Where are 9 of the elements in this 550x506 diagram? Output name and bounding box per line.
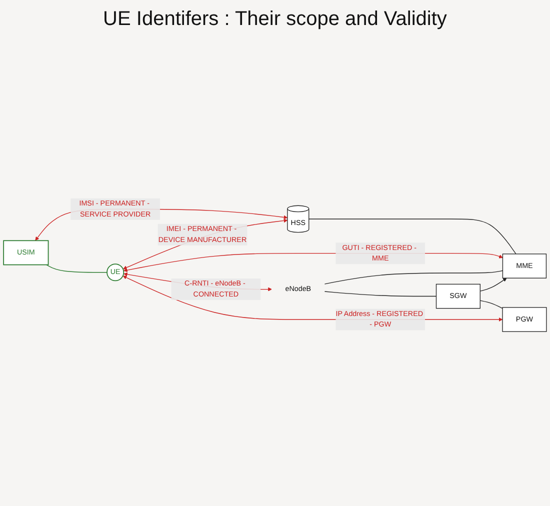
arrow xyxy=(122,276,503,322)
connector xyxy=(324,291,437,297)
connector xyxy=(324,270,504,284)
arrow xyxy=(122,218,288,270)
connector xyxy=(480,300,503,309)
title: UE Identifers : Their scope and Validity xyxy=(102,7,448,32)
connector xyxy=(46,264,108,273)
connector xyxy=(308,218,516,254)
arrow xyxy=(480,278,507,292)
